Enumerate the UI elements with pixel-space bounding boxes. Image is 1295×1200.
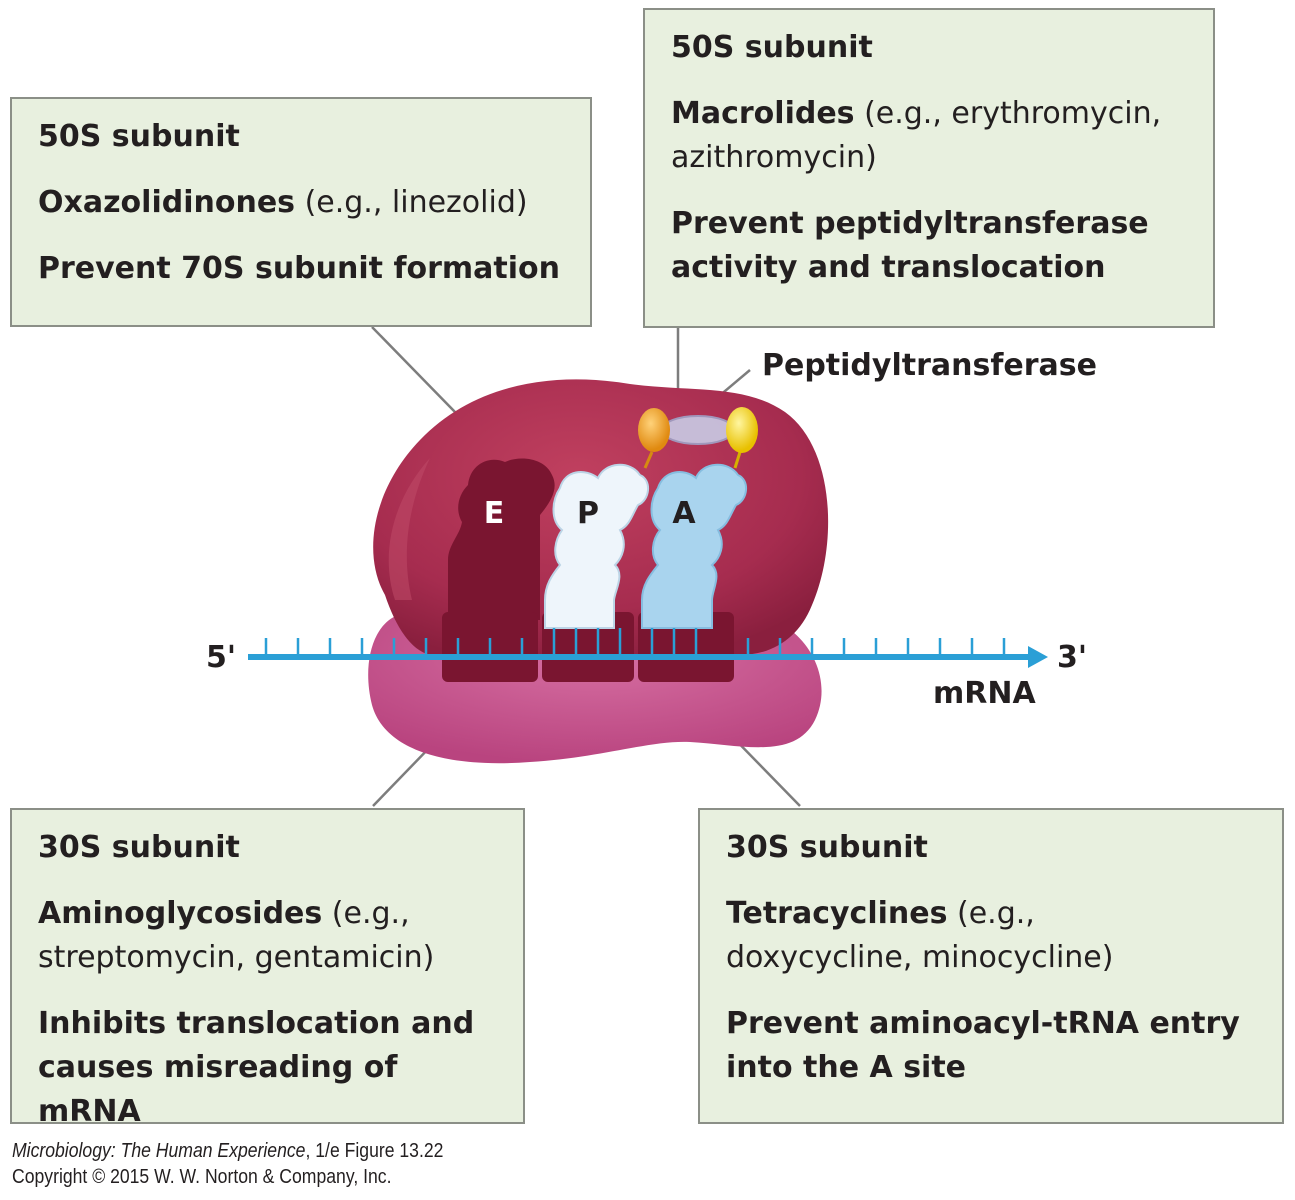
site-label-p: P <box>577 496 599 531</box>
amino-acid-a <box>726 407 758 453</box>
drug-class-name: Macrolides <box>671 96 855 131</box>
box-subunit-label: 50S subunit <box>38 119 240 154</box>
aminoglycosides-box: 30S subunit Aminoglycosides (e.g., strep… <box>10 808 525 1129</box>
box-drug-line: Tetracyclines (e.g., <box>726 892 1262 936</box>
amino-acid-p <box>638 408 670 452</box>
e-site <box>442 458 734 682</box>
drug-examples-cont: doxycycline, minocycline) <box>726 940 1114 975</box>
mrna-arrowhead-icon <box>1028 646 1048 668</box>
drug-class-name: Oxazolidinones <box>38 185 296 220</box>
peptidyltransferase-center <box>661 415 735 445</box>
macrolides-box: 50S subunit Macrolides (e.g., erythromyc… <box>643 8 1215 328</box>
p-site-trna <box>544 463 649 629</box>
box-subunit-label: 30S subunit <box>726 830 928 865</box>
copyright-line: Copyright © 2015 W. W. Norton & Company,… <box>12 1166 392 1188</box>
box-drug-line: Oxazolidinones (e.g., linezolid) <box>38 181 570 225</box>
p-trna-stem <box>643 451 654 469</box>
drug-class-name: Tetracyclines <box>726 896 948 931</box>
box-action-text-cont: causes misreading of mRNA <box>38 1050 398 1129</box>
tetracyclines-box: 30S subunit Tetracyclines (e.g., doxycyc… <box>698 808 1284 1124</box>
credit-source-line: Microbiology: The Human Experience, 1/e … <box>12 1138 443 1164</box>
three-prime-label: 3' <box>1057 640 1088 675</box>
peptidyltransferase-label: Peptidyltransferase <box>762 348 1097 383</box>
drug-examples-cont: streptomycin, gentamicin) <box>38 940 435 975</box>
drug-examples: (e.g., <box>947 896 1035 931</box>
site-label-a: A <box>672 496 696 531</box>
drug-class-name: Aminoglycosides <box>38 896 323 931</box>
box-action-text-cont: into the A site <box>726 1050 967 1085</box>
a-trna-stem <box>733 451 742 469</box>
box-subunit-label: 30S subunit <box>38 830 240 865</box>
a-site-trna <box>641 463 747 629</box>
large-subunit-highlight <box>388 458 430 600</box>
box-drug-line: Aminoglycosides (e.g., <box>38 892 503 936</box>
box-action-text-cont: activity and translocation <box>671 250 1106 285</box>
box-action-text: Inhibits translocation and <box>38 1006 475 1041</box>
edition-figure: , 1/e Figure 13.22 <box>305 1140 444 1162</box>
mrna-label: mRNA <box>933 676 1036 711</box>
box-action-text: Prevent aminoacyl-tRNA entry <box>726 1006 1240 1041</box>
mrna-codon-ticks <box>264 628 1006 657</box>
box-drug-line: Macrolides (e.g., erythromycin, <box>671 92 1193 136</box>
site-label-e: E <box>484 496 505 531</box>
drug-examples: (e.g., linezolid) <box>295 185 528 220</box>
box-action-text: Prevent peptidyltransferase <box>671 206 1149 241</box>
book-title: Microbiology: The Human Experience <box>12 1140 306 1162</box>
five-prime-label: 5' <box>206 640 237 675</box>
drug-examples: (e.g., <box>322 896 410 931</box>
box-subunit-label: 50S subunit <box>671 30 873 65</box>
drug-examples: (e.g., erythromycin, <box>854 96 1162 131</box>
box-action-text: Prevent 70S subunit formation <box>38 251 560 286</box>
figure-credit: Microbiology: The Human Experience, 1/e … <box>12 1138 443 1190</box>
drug-examples-cont: azithromycin) <box>671 140 877 175</box>
oxazolidinones-box: 50S subunit Oxazolidinones (e.g., linezo… <box>10 97 592 327</box>
